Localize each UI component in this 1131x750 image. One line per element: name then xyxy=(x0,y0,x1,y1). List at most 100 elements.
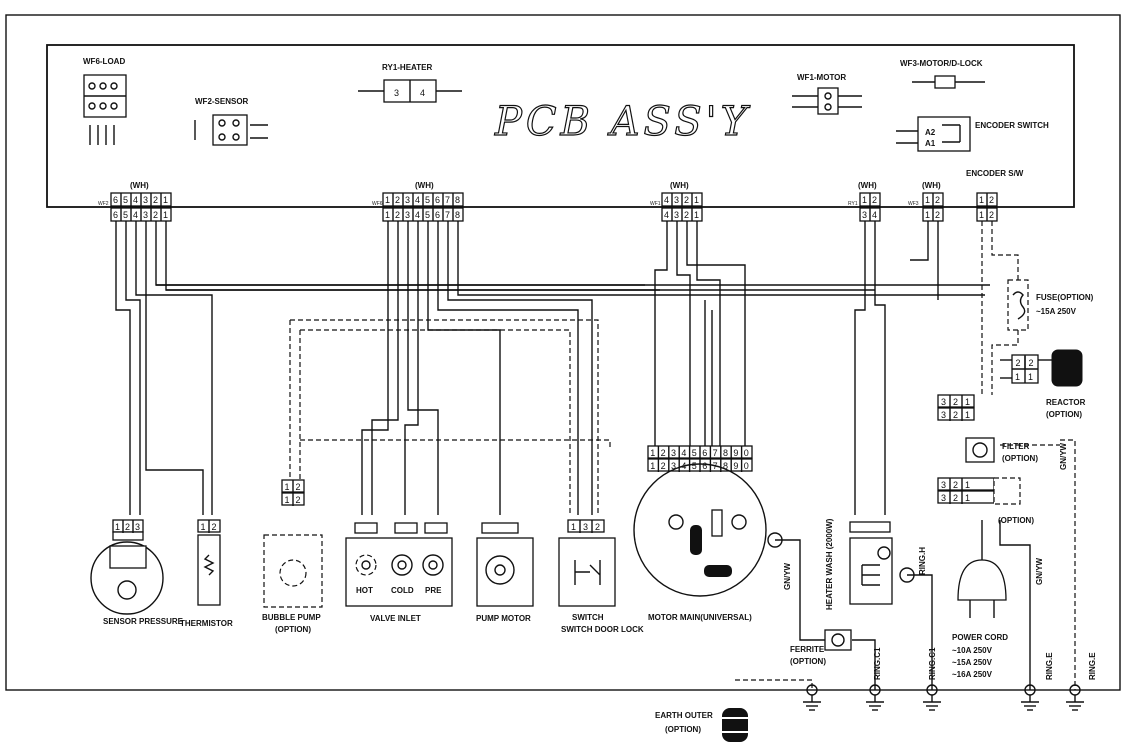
thermistor-label: THERMISTOR xyxy=(180,619,233,628)
bubble-pump-option: (OPTION) xyxy=(275,625,311,634)
filter-pin-lower: 1 xyxy=(965,493,970,503)
filter-ring-e-label: RING.E xyxy=(1088,652,1097,680)
wf1-pin: 3 xyxy=(674,210,679,220)
motor-pin: 5 xyxy=(692,461,697,471)
wf6-pin: 8 xyxy=(455,210,460,220)
wf2-label: WF2 xyxy=(98,201,109,207)
pump-motor: PUMP MOTOR xyxy=(476,522,534,623)
wf6-pin: 7 xyxy=(445,195,450,205)
bubble-pin: 1 xyxy=(285,482,290,492)
reactor-pin-lower: 1 xyxy=(1015,372,1020,382)
power-gnyw-label: GN/YW xyxy=(1035,557,1044,585)
motor-pin: 1 xyxy=(650,461,655,471)
motor-gnyw-label: GN/YW xyxy=(783,562,792,590)
wf2-pin: 2 xyxy=(153,195,158,205)
wf6-pin: 5 xyxy=(425,195,430,205)
filter-pin-upper: 3 xyxy=(941,397,946,407)
ferrite: FERRITE (OPTION) RING.C1 RING.C1 RING.E … xyxy=(790,629,1097,680)
wf1-pin: 4 xyxy=(664,195,669,205)
power-ring-e-label: RING.E xyxy=(1045,652,1054,680)
ry1-pin-lower: 3 xyxy=(862,210,867,220)
filter-pin-upper: 3 xyxy=(941,410,946,420)
motor-pin: 6 xyxy=(702,461,707,471)
ground-symbols xyxy=(803,684,1084,711)
power-cord-label: POWER CORD xyxy=(952,633,1008,642)
reactor-pin-upper: 2 xyxy=(1016,358,1021,368)
bubble-pin: 2 xyxy=(296,495,301,505)
wf6-pin: 4 xyxy=(415,210,420,220)
encoder-pin: 2 xyxy=(989,210,994,220)
wf6-pin: 1 xyxy=(385,195,390,205)
thermistor-pin: 2 xyxy=(212,522,217,532)
motor-pin: 8 xyxy=(723,448,728,458)
ferrite-option: (OPTION) xyxy=(790,657,826,666)
motor-pin: 0 xyxy=(744,461,749,471)
ry1-pin: 2 xyxy=(872,195,877,205)
motor-pin: 9 xyxy=(733,448,738,458)
wf6-pin: 6 xyxy=(435,210,440,220)
filter-pin-lower: 3 xyxy=(941,480,946,490)
wf2-header: WF2-SENSOR xyxy=(195,97,249,106)
filter-pin-lower: 3 xyxy=(941,493,946,503)
wf1-pin: 1 xyxy=(694,195,699,205)
motor-pin: 6 xyxy=(702,448,707,458)
wf1-label: WF1 xyxy=(650,201,661,207)
wf3-pin: 2 xyxy=(935,195,940,205)
wf1-pin: 4 xyxy=(664,210,669,220)
ry1-wh-label: (WH) xyxy=(858,181,877,190)
filter-pin-lower: 2 xyxy=(953,493,958,503)
wf1-pcb-connector xyxy=(792,87,862,115)
encoder-pin: 1 xyxy=(979,195,984,205)
motor-pin: 3 xyxy=(671,461,676,471)
motor-pin: 7 xyxy=(713,448,718,458)
filter-pin-upper: 1 xyxy=(965,397,970,407)
wf3-header: WF3-MOTOR/D-LOCK xyxy=(900,59,983,68)
wf2-pin: 6 xyxy=(113,195,118,205)
motor-main-label: MOTOR MAIN(UNIVERSAL) xyxy=(648,613,752,622)
ry1-pin-lower: 4 xyxy=(872,210,877,220)
earth-outer-label: EARTH OUTER xyxy=(655,711,713,720)
earth-outer-option: (OPTION) xyxy=(665,725,701,734)
valve-inlet-label: VALVE INLET xyxy=(370,614,421,623)
wf2-pin: 3 xyxy=(143,195,148,205)
door-lock-pin: 2 xyxy=(595,522,600,532)
wf2-pin: 2 xyxy=(153,210,158,220)
wf6-pin: 2 xyxy=(395,210,400,220)
filter-pin-upper: 2 xyxy=(953,410,958,420)
bubble-pin: 1 xyxy=(285,495,290,505)
filter-connector-upper xyxy=(937,394,975,421)
wf1-pin: 2 xyxy=(684,195,689,205)
encoder-pin: 1 xyxy=(979,210,984,220)
filter-gnyw-label: GN/YW xyxy=(1059,442,1068,470)
motor-pin: 3 xyxy=(671,448,676,458)
valve-hot-label: HOT xyxy=(356,586,373,595)
wf3-pin: 2 xyxy=(935,210,940,220)
filter-label: FILTER xyxy=(1002,442,1030,451)
wf3-label: WF3 xyxy=(908,201,919,207)
door-lock-pin: 3 xyxy=(583,522,588,532)
wf3-pcb-connector xyxy=(912,75,985,89)
motor-pin: 2 xyxy=(661,461,666,471)
filter-pin-lower: 1 xyxy=(965,480,970,490)
motor-pin: 2 xyxy=(661,448,666,458)
wf2-pin: 4 xyxy=(133,195,138,205)
wiring-harness xyxy=(115,221,1076,690)
wf6-pin: 6 xyxy=(435,195,440,205)
sensor-pin: 1 xyxy=(115,522,120,532)
heater-label: HEATER WASH (2000W) xyxy=(825,518,834,610)
wf6-pin: 5 xyxy=(425,210,430,220)
pump-motor-label: PUMP MOTOR xyxy=(476,614,531,623)
ry1-relay: 3 4 xyxy=(358,79,462,103)
wf3-pin: 1 xyxy=(925,210,930,220)
heater-wash: HEATER WASH (2000W) RING.H xyxy=(825,518,927,610)
encoder-pin-a2: A2 xyxy=(925,128,936,137)
ry1-header: RY1-HEATER xyxy=(382,63,432,72)
fuse-rating: ~15A 250V xyxy=(1036,307,1077,316)
filter-pin-upper: 2 xyxy=(953,397,958,407)
filter-component: FILTER (OPTION) xyxy=(965,437,1038,463)
wf2-pin: 6 xyxy=(113,210,118,220)
